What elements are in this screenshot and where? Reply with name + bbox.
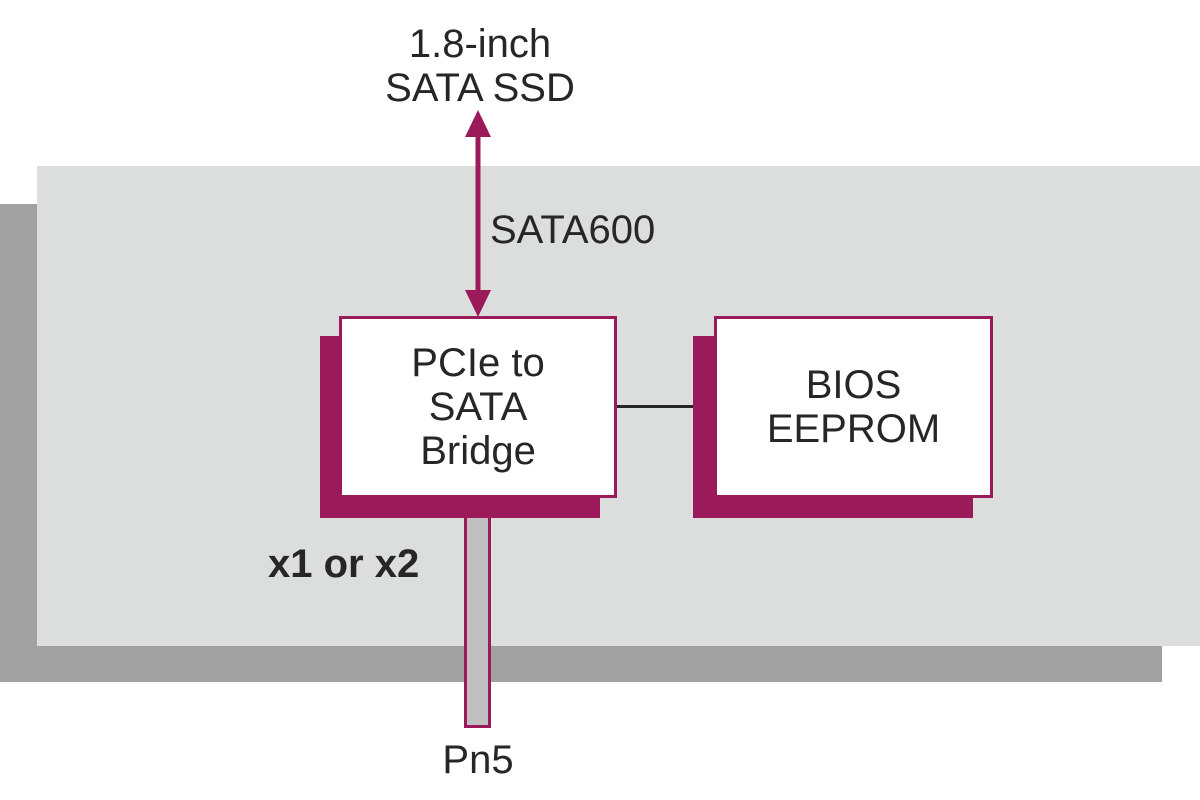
pcie-connector <box>464 490 491 728</box>
pcie-sata-bridge-box: PCIe to SATA Bridge <box>339 316 617 498</box>
lane-width-label: x1 or x2 <box>268 542 420 586</box>
bridge-eeprom-line <box>617 405 714 408</box>
connector-label: Pn5 <box>442 738 514 782</box>
sata600-label: SATA600 <box>490 208 656 252</box>
sata-link-arrow <box>465 110 491 317</box>
ssd-label: 1.8-inch SATA SSD <box>385 22 575 110</box>
eeprom-label: BIOS EEPROM <box>766 363 941 451</box>
bridge-label: PCIe to SATA Bridge <box>411 341 545 473</box>
arrow-head-down-icon <box>465 290 491 317</box>
arrow-head-up-icon <box>465 110 491 137</box>
bios-eeprom-box: BIOS EEPROM <box>714 316 993 498</box>
